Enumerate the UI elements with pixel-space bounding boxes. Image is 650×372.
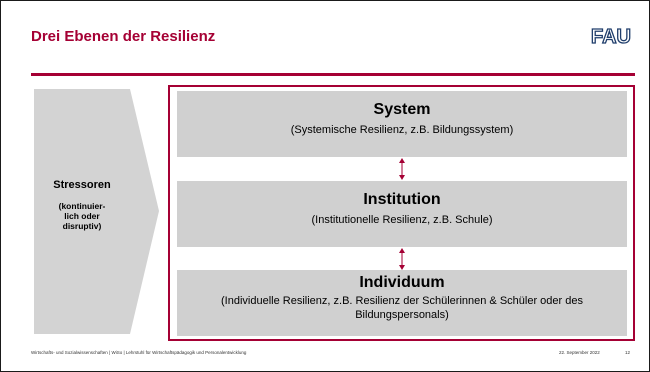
svg-text:FAU: FAU (591, 26, 631, 48)
level-individual-title: Individuum (359, 274, 445, 291)
level-institution-description: (Institutionelle Resilienz, z.B. Schule) (311, 214, 493, 226)
level-system-box: System (Systemische Resilienz, z.B. Bild… (177, 91, 627, 157)
double-arrow-icon (399, 158, 405, 180)
stressors-sub-3: disruptiv) (62, 221, 102, 231)
level-individual-box: Individuum (Individuelle Resilienz, z.B.… (177, 270, 627, 336)
stressors-sub-2: lich oder (64, 211, 100, 221)
footer-date: 22. September 2022 (559, 350, 600, 355)
footer-affiliation: Wirtschafts- und Sozialwissenschaften | … (31, 350, 247, 355)
level-system-description: (Systemische Resilienz, z.B. Bildungssys… (290, 124, 514, 136)
stressors-sub-1: (kontinuier- (58, 201, 106, 211)
double-arrow-icon (399, 248, 405, 270)
levels-frame (168, 85, 635, 341)
slide-title: Drei Ebenen der Resilienz (31, 28, 216, 45)
page-number: 12 (625, 350, 631, 355)
level-institution-title: Institution (363, 191, 441, 208)
fau-logo: FAU (590, 25, 631, 48)
stressors-chevron (34, 89, 159, 334)
stressors-title: Stressoren (53, 179, 111, 191)
stressors-label: Stressoren (kontinuier- lich oder disrup… (34, 179, 130, 231)
level-system-title: System (373, 101, 431, 118)
level-individual-description: (Individuelle Resilienz, z.B. Resilienz … (221, 295, 583, 321)
level-institution-box: Institution (Institutionelle Resilienz, … (177, 181, 627, 247)
title-divider (31, 73, 635, 76)
